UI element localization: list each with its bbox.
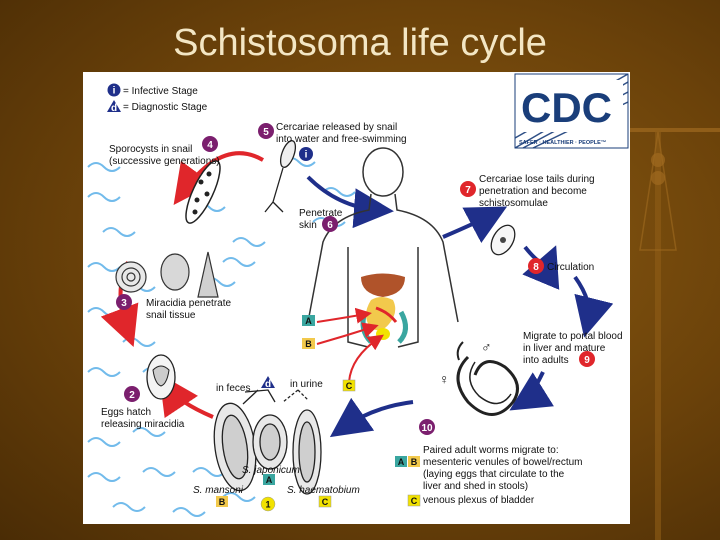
step-1-number: 1 bbox=[265, 500, 270, 510]
label-s-japonicum: S. japonicum bbox=[242, 465, 300, 476]
species-tags: A B C A B C A B C bbox=[216, 315, 421, 508]
tag-a-paired: A bbox=[398, 457, 405, 467]
cdc-logo-text: CDC bbox=[521, 84, 612, 131]
step-8-badge bbox=[528, 258, 544, 274]
slide-title: Schistosoma life cycle bbox=[173, 22, 547, 64]
label-lose-tails-line3: schistosomulae bbox=[479, 198, 548, 209]
legend: i = Infective Stage d = Diagnostic Stage bbox=[107, 83, 208, 114]
step-6-number: 6 bbox=[327, 220, 333, 231]
arrow-5-to-6 bbox=[306, 175, 394, 229]
legend-infective-label: = Infective Stage bbox=[123, 86, 198, 97]
step-2-number: 2 bbox=[129, 390, 135, 401]
step-6-badge bbox=[322, 216, 338, 232]
human-body-illustration bbox=[307, 147, 459, 348]
internal-organs-illustration bbox=[360, 273, 408, 344]
diagnostic-badge-icon bbox=[107, 100, 121, 112]
infective-stage-badge-icon bbox=[299, 147, 313, 161]
step-4-number: 4 bbox=[207, 140, 213, 151]
label-paired-line2: mesenteric venules of bowel/rectum bbox=[423, 457, 583, 468]
step-3-number: 3 bbox=[121, 298, 127, 309]
label-s-mansoni: S. mansoni bbox=[193, 485, 244, 496]
tag-a-japonicum: A bbox=[266, 475, 273, 485]
label-miracidia-line1: Miracidia penetrate bbox=[146, 298, 231, 309]
label-penetrate-line1: Penetrate bbox=[299, 208, 343, 219]
female-symbol: ♀ bbox=[439, 371, 450, 387]
step-3-badge bbox=[116, 294, 132, 310]
legend-infective-letter: i bbox=[113, 86, 116, 97]
cercaria-illustration bbox=[264, 140, 297, 213]
label-in-urine: in urine bbox=[290, 379, 323, 390]
step-8-number: 8 bbox=[533, 262, 539, 273]
snail-illustrations bbox=[115, 251, 219, 298]
arrow-9-to-10 bbox=[509, 371, 554, 411]
arrow-1-to-2 bbox=[159, 373, 214, 419]
label-eggs-line1: Eggs hatch bbox=[101, 407, 151, 418]
label-migrate-line1: Migrate to portal blood bbox=[523, 331, 623, 342]
label-s-haematobium: S. haematobium bbox=[287, 485, 360, 496]
infective-badge-icon bbox=[107, 83, 121, 97]
infective-stage-letter: i bbox=[305, 150, 308, 161]
step-5-badge bbox=[258, 123, 274, 139]
label-penetrate-line2: skin bbox=[299, 220, 317, 231]
step-5-number: 5 bbox=[263, 127, 269, 138]
label-circulation: Circulation bbox=[547, 262, 594, 273]
tag-c-paired: C bbox=[411, 496, 418, 506]
sporocyst-illustration bbox=[185, 160, 221, 224]
step-1-badge bbox=[260, 496, 276, 512]
legend-diagnostic-label: = Diagnostic Stage bbox=[123, 102, 208, 113]
label-paired-line1: Paired adult worms migrate to: bbox=[423, 445, 559, 456]
label-lose-tails-line1: Cercariae lose tails during bbox=[479, 174, 595, 185]
label-sporocysts-line2: (successive generations) bbox=[109, 156, 220, 167]
egg-miracidium-illustration bbox=[146, 354, 176, 400]
label-paired-line4: liver and shed in stools) bbox=[423, 481, 528, 492]
label-paired-line3: (laying eggs that circulate to the bbox=[423, 469, 565, 480]
label-lose-tails-line2: penetration and become bbox=[479, 186, 587, 197]
tag-c-haematobium: C bbox=[322, 497, 329, 507]
arrow-6-to-7 bbox=[442, 206, 508, 243]
diagnostic-stage-badge-icon bbox=[261, 376, 275, 388]
tag-b-paired: B bbox=[411, 457, 418, 467]
adult-worms-illustration bbox=[456, 341, 519, 416]
label-paired-line5: venous plexus of bladder bbox=[423, 495, 535, 506]
step-10-badge bbox=[419, 419, 435, 435]
legend-diagnostic-letter: d bbox=[111, 103, 117, 114]
label-cercariae-line1: Cercariae released by snail bbox=[276, 122, 397, 133]
label-miracidia-line2: snail tissue bbox=[146, 310, 196, 321]
step-7-number: 7 bbox=[465, 185, 471, 196]
scale-of-justice-icon bbox=[610, 128, 720, 540]
label-sporocysts-line1: Sporocysts in snail bbox=[109, 144, 192, 155]
label-in-feces: in feces bbox=[216, 383, 250, 394]
cdc-logo: CDC SAFER · HEALTHIER · PEOPLE™ bbox=[514, 73, 629, 149]
step-2-badge bbox=[124, 386, 140, 402]
step-7-badge bbox=[460, 181, 476, 197]
lifecycle-diagram: i = Infective Stage d = Diagnostic Stage… bbox=[83, 72, 630, 524]
eggs-illustration bbox=[213, 402, 322, 495]
step-badges: 5 4 6 7 8 3 9 2 10 1 bbox=[116, 123, 595, 512]
tag-a-organs: A bbox=[305, 316, 312, 326]
arrow-10-to-eggs bbox=[329, 397, 414, 438]
label-cercariae-line2: into water and free-swimming bbox=[276, 134, 407, 145]
step-10-number: 10 bbox=[421, 423, 433, 434]
stage-badges: i d bbox=[261, 147, 313, 390]
label-migrate-line3: into adults bbox=[523, 355, 569, 366]
tag-c-organs: C bbox=[346, 381, 353, 391]
step-4-badge bbox=[202, 136, 218, 152]
step-9-number: 9 bbox=[584, 355, 590, 366]
schistosomulum-illustration bbox=[490, 224, 516, 256]
diagnostic-stage-letter: d bbox=[265, 379, 271, 390]
arrow-8-to-9 bbox=[573, 275, 614, 338]
male-symbol: ♂ bbox=[481, 339, 492, 355]
egg-source-connectors bbox=[242, 389, 309, 405]
label-migrate-line2: in liver and mature bbox=[523, 343, 606, 354]
organ-pointer-arrows bbox=[316, 307, 384, 383]
step-9-badge bbox=[579, 351, 595, 367]
cdc-logo-tagline: SAFER · HEALTHIER · PEOPLE™ bbox=[519, 140, 606, 146]
label-eggs-line2: releasing miracidia bbox=[101, 419, 185, 430]
tag-b-organs: B bbox=[305, 339, 312, 349]
tag-b-mansoni: B bbox=[219, 497, 226, 507]
arrow-4-to-3 bbox=[173, 151, 264, 205]
